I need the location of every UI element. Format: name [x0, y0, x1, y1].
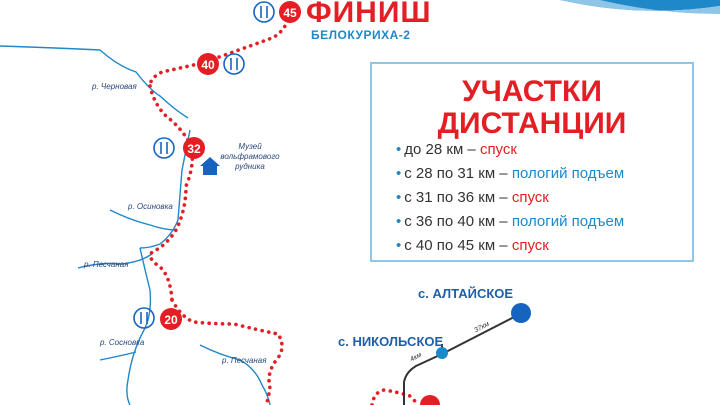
village-label-altayskoe: с. АЛТАЙСКОЕ — [418, 286, 514, 301]
river-main-lower — [126, 247, 152, 405]
legend-item: •с 40 по 45 км – спуск — [396, 234, 624, 258]
legend-item-terrain: спуск — [511, 237, 549, 254]
legend-item-range: с 28 по 31 км – — [404, 165, 512, 182]
km-marker-40-label: 40 — [201, 58, 215, 72]
route-line-lower — [170, 298, 284, 405]
house-icon — [200, 157, 220, 175]
village-marker-altayskoe — [511, 303, 531, 323]
km-marker-40-circle — [197, 53, 219, 75]
bullet-dot: • — [396, 213, 402, 230]
museum-label-line1: Музей — [238, 142, 262, 151]
legend-item-range: с 36 по 40 км – — [404, 213, 512, 230]
fork-knife-icon — [223, 53, 245, 75]
river-peschanaya-lower — [199, 344, 271, 405]
legend-title: УЧАСТКИ ДИСТАНЦИИ — [372, 76, 692, 140]
legend-item-terrain: спуск — [511, 189, 549, 206]
km-marker-20: 20 — [160, 308, 182, 330]
legend-item-terrain: спуск — [479, 141, 517, 158]
legend-item: •с 28 по 31 км – пологий подъем — [396, 162, 624, 186]
village-label-nikolskoe: с. НИКОЛЬСКОЕ — [338, 334, 444, 349]
legend-item-range: с 40 по 45 км – — [404, 237, 512, 254]
museum-label-line2: вольфрамового — [220, 152, 280, 161]
km-marker-45: 45 — [279, 1, 301, 23]
km-marker-32: 32 — [183, 137, 205, 159]
fork-knife-icon — [153, 137, 175, 159]
legend-item: •до 28 км – спуск — [396, 138, 624, 162]
route-line-top — [148, 12, 292, 88]
road-altayskoe — [403, 313, 521, 405]
bullet-dot: • — [396, 165, 402, 182]
fork-knife-icon — [253, 1, 275, 23]
legend-item-range: с 31 по 36 км – — [404, 189, 512, 206]
river-label-sosnovka: р. Сосновка — [100, 338, 145, 347]
km-marker-45-circle — [279, 1, 301, 23]
village-marker-nikolskoe — [436, 347, 448, 359]
legend-item-terrain: пологий подъем — [511, 165, 625, 182]
km-marker-32-label: 32 — [187, 142, 201, 156]
route-line-bottom — [370, 388, 420, 405]
legend-item-range: до 28 км – — [404, 141, 480, 158]
river-label-osinovka: р. Осиновка — [128, 202, 173, 211]
river-osinovka — [109, 209, 177, 231]
bullet-dot: • — [396, 189, 402, 206]
river-chernovaya — [0, 45, 189, 119]
km-marker-45-label: 45 — [283, 6, 297, 20]
km-marker-20-circle — [160, 308, 182, 330]
river-peschanaya — [77, 253, 153, 269]
fork-knife-icon — [133, 307, 155, 329]
river-label-peschanaya: р. Песчаная — [84, 260, 129, 269]
legend-list: •до 28 км – спуск •с 28 по 31 км – полог… — [396, 138, 624, 258]
legend-item: •с 31 по 36 км – спуск — [396, 186, 624, 210]
river-label-peschanaya-lower: р. Песчаная — [222, 356, 267, 365]
finish-area-marker — [420, 395, 440, 405]
legend-title-line2: ДИСТАНЦИИ — [437, 107, 627, 140]
legend-item: •с 36 по 40 км – пологий подъем — [396, 210, 624, 234]
museum-label-line3: рудника — [235, 162, 265, 171]
legend-title-line1: УЧАСТКИ — [462, 75, 602, 108]
river-label-chernovaya: р. Черновая — [92, 82, 137, 91]
river-sosnovka — [99, 351, 137, 361]
museum-label: Музей вольфрамового рудника — [220, 142, 280, 172]
bullet-dot: • — [396, 237, 402, 254]
route-line-mid — [148, 84, 195, 302]
km-marker-40: 40 — [197, 53, 219, 75]
km-marker-32-circle — [183, 137, 205, 159]
km-marker-20-label: 20 — [164, 313, 178, 327]
legend-item-terrain: пологий подъем — [511, 213, 625, 230]
distance-sections-legend: УЧАСТКИ ДИСТАНЦИИ •до 28 км – спуск •с 2… — [370, 62, 694, 262]
decor-swoosh-light — [560, 0, 720, 14]
bullet-dot: • — [396, 141, 402, 158]
finish-title: ФИНИШ — [306, 0, 432, 29]
river-osinovka-main — [139, 129, 191, 249]
finish-subtitle: БЕЛОКУРИХА-2 — [311, 28, 411, 42]
